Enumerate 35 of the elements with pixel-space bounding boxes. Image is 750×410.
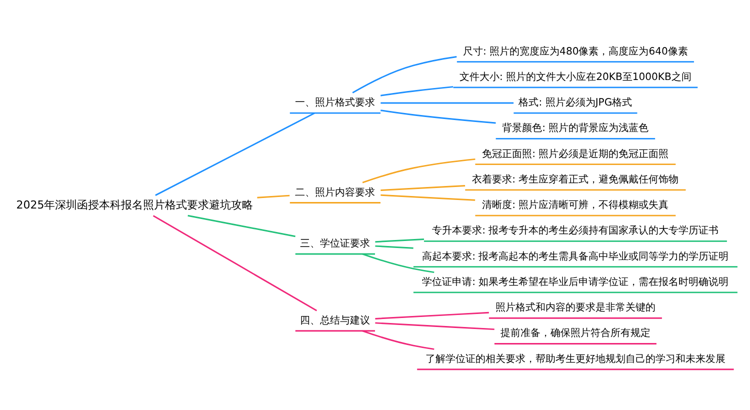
node-text: 专升本要求: 报考专升本的考生必须持有国家承认的大专学历证书	[432, 225, 719, 236]
connector	[380, 184, 466, 191]
connector	[352, 56, 457, 93]
node-text: 格式: 照片必须为JPG格式	[518, 97, 632, 108]
node-text: 四、总结与建议	[300, 314, 370, 326]
node-text: 尺寸: 照片的宽度应为480像素，高度应为640像素	[462, 46, 688, 57]
node-text: 提前准备，确保照片符合所有规定	[500, 328, 650, 339]
connector	[380, 86, 454, 96]
connector	[380, 109, 496, 124]
node-text: 了解学位证的相关要求，帮助考生更好地规划自己的学习和未来发展	[425, 353, 726, 364]
node-text: 免冠正面照: 照片必须是近期的免冠正面照	[482, 148, 669, 160]
connector	[152, 214, 318, 311]
node-text: 照片格式和内容的要求是非常关键的	[495, 302, 656, 314]
node-text: 衣着要求: 考生应穿着正式，避免佩戴任何饰物	[472, 174, 679, 185]
node-text: 学位证申请: 如果考生希望在毕业后申请学位证，需在报名时明确说明	[422, 276, 729, 288]
node-text: 二、照片内容要求	[295, 186, 376, 198]
connector	[375, 244, 414, 248]
node-text: 高起本要求: 报考高起本的考生需具备高中毕业或同等学力的学历证明	[422, 250, 729, 262]
connector	[375, 311, 489, 319]
connector	[380, 194, 476, 200]
connector	[375, 322, 494, 330]
connector	[155, 112, 315, 196]
node-text: 清晰度: 照片应清晰可辨，不得模糊或失真	[482, 200, 669, 211]
connector	[375, 238, 424, 242]
connector	[362, 158, 476, 183]
connector	[257, 194, 290, 198]
node-text: 一、照片格式要求	[295, 97, 376, 108]
connector	[188, 214, 296, 237]
connector	[380, 102, 514, 104]
node-text: 2025年深圳函授本科报名照片格式要求避坑攻略	[16, 198, 254, 211]
connector	[362, 330, 434, 350]
connector	[362, 252, 434, 273]
node-text: 文件大小: 照片的文件大小应在20KB至1000KB之间	[460, 71, 692, 82]
node-text: 三、学位证要求	[300, 238, 370, 250]
node-text: 背景颜色: 照片的背景应为浅蓝色	[502, 122, 649, 134]
